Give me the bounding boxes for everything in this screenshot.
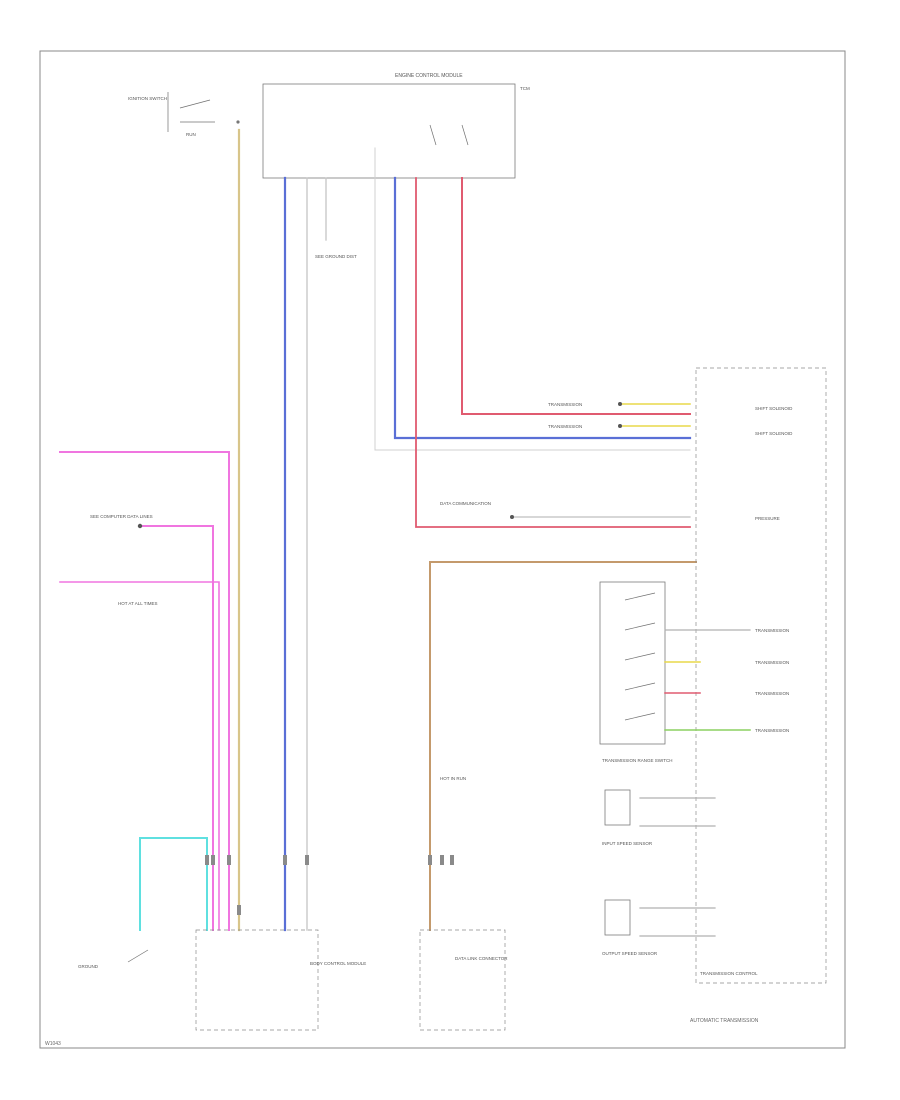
brown-note: HOT IN RUN	[440, 776, 466, 781]
ground-note: SEE GROUND DIST	[315, 254, 357, 259]
wire-pink-low	[59, 581, 220, 931]
range-switch[interactable]: TRANSMISSION RANGE SWITCH	[599, 581, 673, 763]
wire-pink-top	[59, 451, 230, 931]
auto-trans-label: AUTOMATIC TRANSMISSION	[690, 1018, 759, 1024]
ignition-switch[interactable]: IGNITION SWITCH RUN	[128, 92, 240, 137]
wire-pink-mid	[139, 525, 214, 931]
right-module-text-1: SHIFT SOLENOID	[755, 406, 793, 411]
top-module-title: ENGINE CONTROL MODULE	[395, 73, 463, 79]
output-speed-label: OUTPUT SPEED SENSOR	[602, 951, 658, 956]
bottom-left-connector: BODY CONTROL MODULE GROUND	[78, 929, 366, 1031]
range-out-3: TRANSMISSION	[755, 691, 789, 696]
range-out-2: TRANSMISSION	[755, 660, 789, 665]
right-module-label: TRANSMISSION CONTROL	[700, 971, 758, 976]
wire-brown	[429, 561, 697, 931]
top-module: ENGINE CONTROL MODULE TCM	[262, 73, 530, 179]
left-note-1: SEE COMPUTER DATA LINES	[90, 514, 153, 519]
right-module-text-2: SHIFT SOLENOID	[755, 431, 793, 436]
wire-red-upper	[461, 177, 691, 415]
output-speed-sensor: OUTPUT SPEED SENSOR	[602, 899, 716, 956]
switch-contact-icon	[127, 949, 149, 963]
splice-dot-icon	[618, 424, 622, 428]
switch-contact-icon	[179, 99, 211, 109]
ignition-switch-label: IGNITION SWITCH	[128, 96, 167, 101]
wire-cyan	[139, 837, 208, 931]
range-out-4: TRANSMISSION	[755, 728, 789, 733]
footer-code: W1043	[45, 1041, 61, 1047]
left-note-2: HOT AT ALL TIMES	[118, 601, 158, 606]
bottom-left-conn-label: BODY CONTROL MODULE	[310, 961, 366, 966]
run-start-label: RUN	[186, 132, 196, 137]
bottom-left-pins	[205, 855, 309, 915]
right-module: SHIFT SOLENOID SHIFT SOLENOID PRESSURE T…	[695, 367, 827, 984]
top-module-subtitle: TCM	[520, 86, 530, 91]
connector-pin-icon	[236, 120, 240, 124]
range-out-1: TRANSMISSION	[755, 628, 789, 633]
wire-red-lower	[415, 177, 691, 528]
splice-dot-icon	[618, 402, 622, 406]
wire-text-2: TRANSMISSION	[548, 424, 582, 429]
ground-text: GROUND	[78, 964, 99, 969]
wire-text-1: TRANSMISSION	[548, 402, 582, 407]
splice-dot-icon	[137, 523, 143, 529]
input-speed-sensor: INPUT SPEED SENSOR	[602, 789, 716, 846]
range-switch-label: TRANSMISSION RANGE SWITCH	[602, 758, 673, 763]
splice-dot-icon	[510, 515, 514, 519]
diagram-frame	[39, 50, 846, 1049]
bottom-mid-conn-label: DATA LINK CONNECTOR	[455, 956, 508, 961]
bottom-mid-connector: DATA LINK CONNECTOR	[419, 855, 508, 1031]
right-module-text-3: PRESSURE	[755, 516, 780, 521]
switch-contact-icon	[624, 592, 656, 601]
input-speed-label: INPUT SPEED SENSOR	[602, 841, 653, 846]
wire-blue-right	[393, 176, 692, 440]
data-note: DATA COMMUNICATION	[440, 501, 491, 506]
